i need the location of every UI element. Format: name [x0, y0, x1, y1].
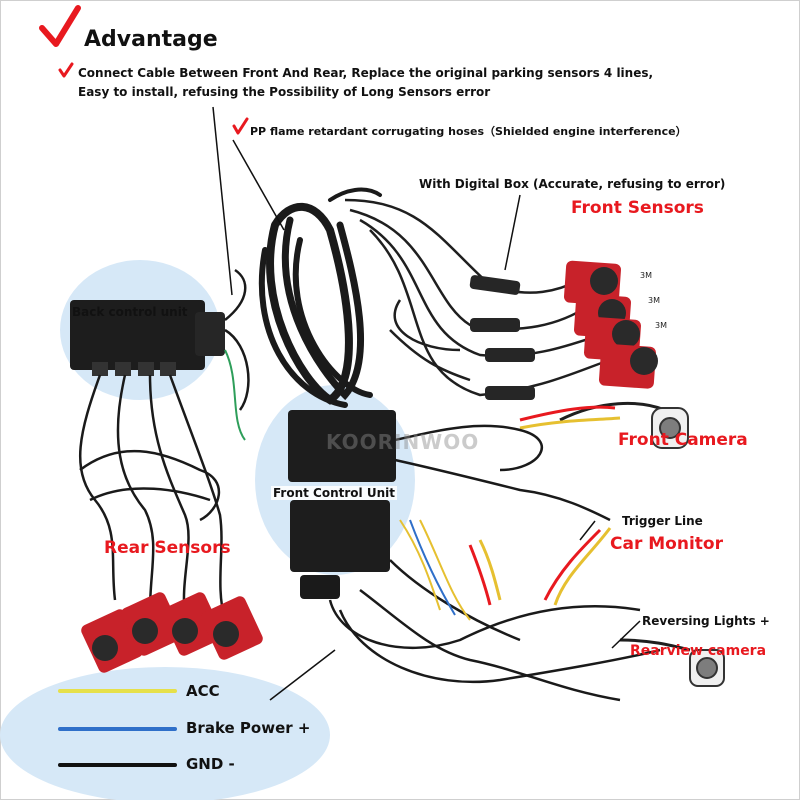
svg-text:3M: 3M [655, 321, 667, 330]
front-control-unit [288, 410, 396, 599]
checkmark-icon [39, 5, 81, 47]
video-cables [468, 405, 621, 606]
front-sensor-wires [344, 198, 611, 397]
back-control-unit-label: Back control unit [72, 305, 188, 319]
page-title: Advantage [84, 27, 218, 52]
watermark: KOORINWOO [326, 430, 480, 454]
legend-label-gnd: GND - [186, 755, 235, 773]
legend-label-acc: ACC [186, 682, 220, 700]
legend-label-brake: Brake Power + [186, 719, 311, 737]
hoses-callout: PP flame retardant corrugating hoses（Shi… [250, 125, 687, 138]
advantage-line-2: Easy to install, refusing the Possibilit… [78, 85, 491, 99]
legend-wires [58, 689, 177, 767]
front-sensors-label: Front Sensors [571, 198, 704, 218]
corrugated-hose-bundle [258, 187, 382, 408]
rearview-camera [619, 638, 725, 687]
advantage-line-1: Connect Cable Between Front And Rear, Re… [78, 66, 654, 80]
rear-sensor-array [81, 592, 263, 673]
green-wire [224, 349, 246, 441]
front-camera-label: Front Camera [618, 430, 748, 450]
checkmark-icon [58, 62, 74, 78]
pointer-arrows [212, 106, 641, 701]
svg-text:3M: 3M [648, 296, 660, 305]
rear-sensors-label: Rear Sensors [104, 538, 231, 558]
colored-harness [399, 519, 471, 621]
back-control-unit [70, 300, 225, 376]
rear-harness [78, 268, 250, 621]
svg-text:3M: 3M [640, 271, 652, 280]
digital-box-callout: With Digital Box (Accurate, refusing to … [419, 177, 726, 191]
front-camera [559, 402, 689, 449]
rearview-camera-label: Rearview camera [630, 643, 767, 659]
front-sensor-array: 3M 3M 3M [563, 260, 667, 389]
trigger-line-callout: Trigger Line [622, 514, 703, 528]
car-monitor-label: Car Monitor [610, 534, 723, 554]
digital-boxes [469, 275, 535, 400]
checkmark-icon [232, 117, 249, 135]
reversing-lights-callout: Reversing Lights + [642, 614, 770, 628]
front-control-unit-label: Front Control Unit [271, 486, 397, 500]
